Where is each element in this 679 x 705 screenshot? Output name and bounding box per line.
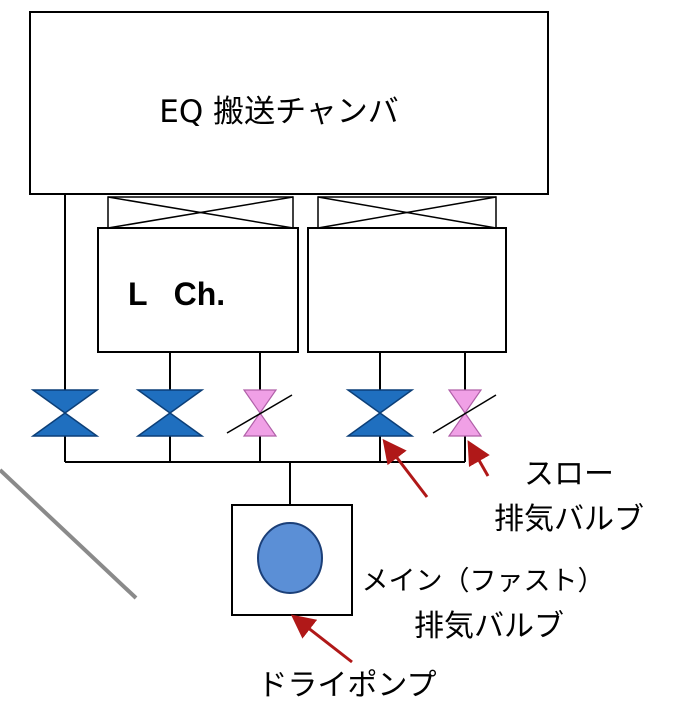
main-valve-label-line2: 排気バルブ [414, 609, 564, 644]
main-valve-1-icon [30, 389, 100, 437]
slow-valve-label-line2: 排気バルブ [494, 502, 644, 537]
load-lock-chamber-label: L Ch. [128, 276, 225, 312]
pump-label: ドライポンプ [257, 668, 436, 703]
main-valve-arrow [382, 438, 429, 498]
slow-valve-arrow [467, 440, 490, 477]
slow-valve-1-icon [226, 389, 293, 437]
main-valve-2-icon [135, 389, 205, 437]
gate-valve-left [107, 196, 294, 229]
load-lock-chamber-box [97, 227, 299, 353]
gray-line [0, 468, 138, 600]
transfer-chamber-label: EQ 搬送チャンバ [159, 94, 399, 130]
main-valve-3-icon [345, 389, 415, 437]
dry-pump-rotor-icon [257, 522, 323, 594]
slow-valve-2-icon [432, 389, 497, 437]
transfer-chamber-box [29, 11, 549, 195]
main-valve-label-line1: メイン（ファスト） [362, 566, 605, 597]
gate-valve-right [317, 196, 497, 229]
pump-arrow [290, 614, 353, 664]
slow-valve-label-line1: スロー [524, 457, 614, 492]
unload-lock-chamber-box [307, 227, 507, 353]
